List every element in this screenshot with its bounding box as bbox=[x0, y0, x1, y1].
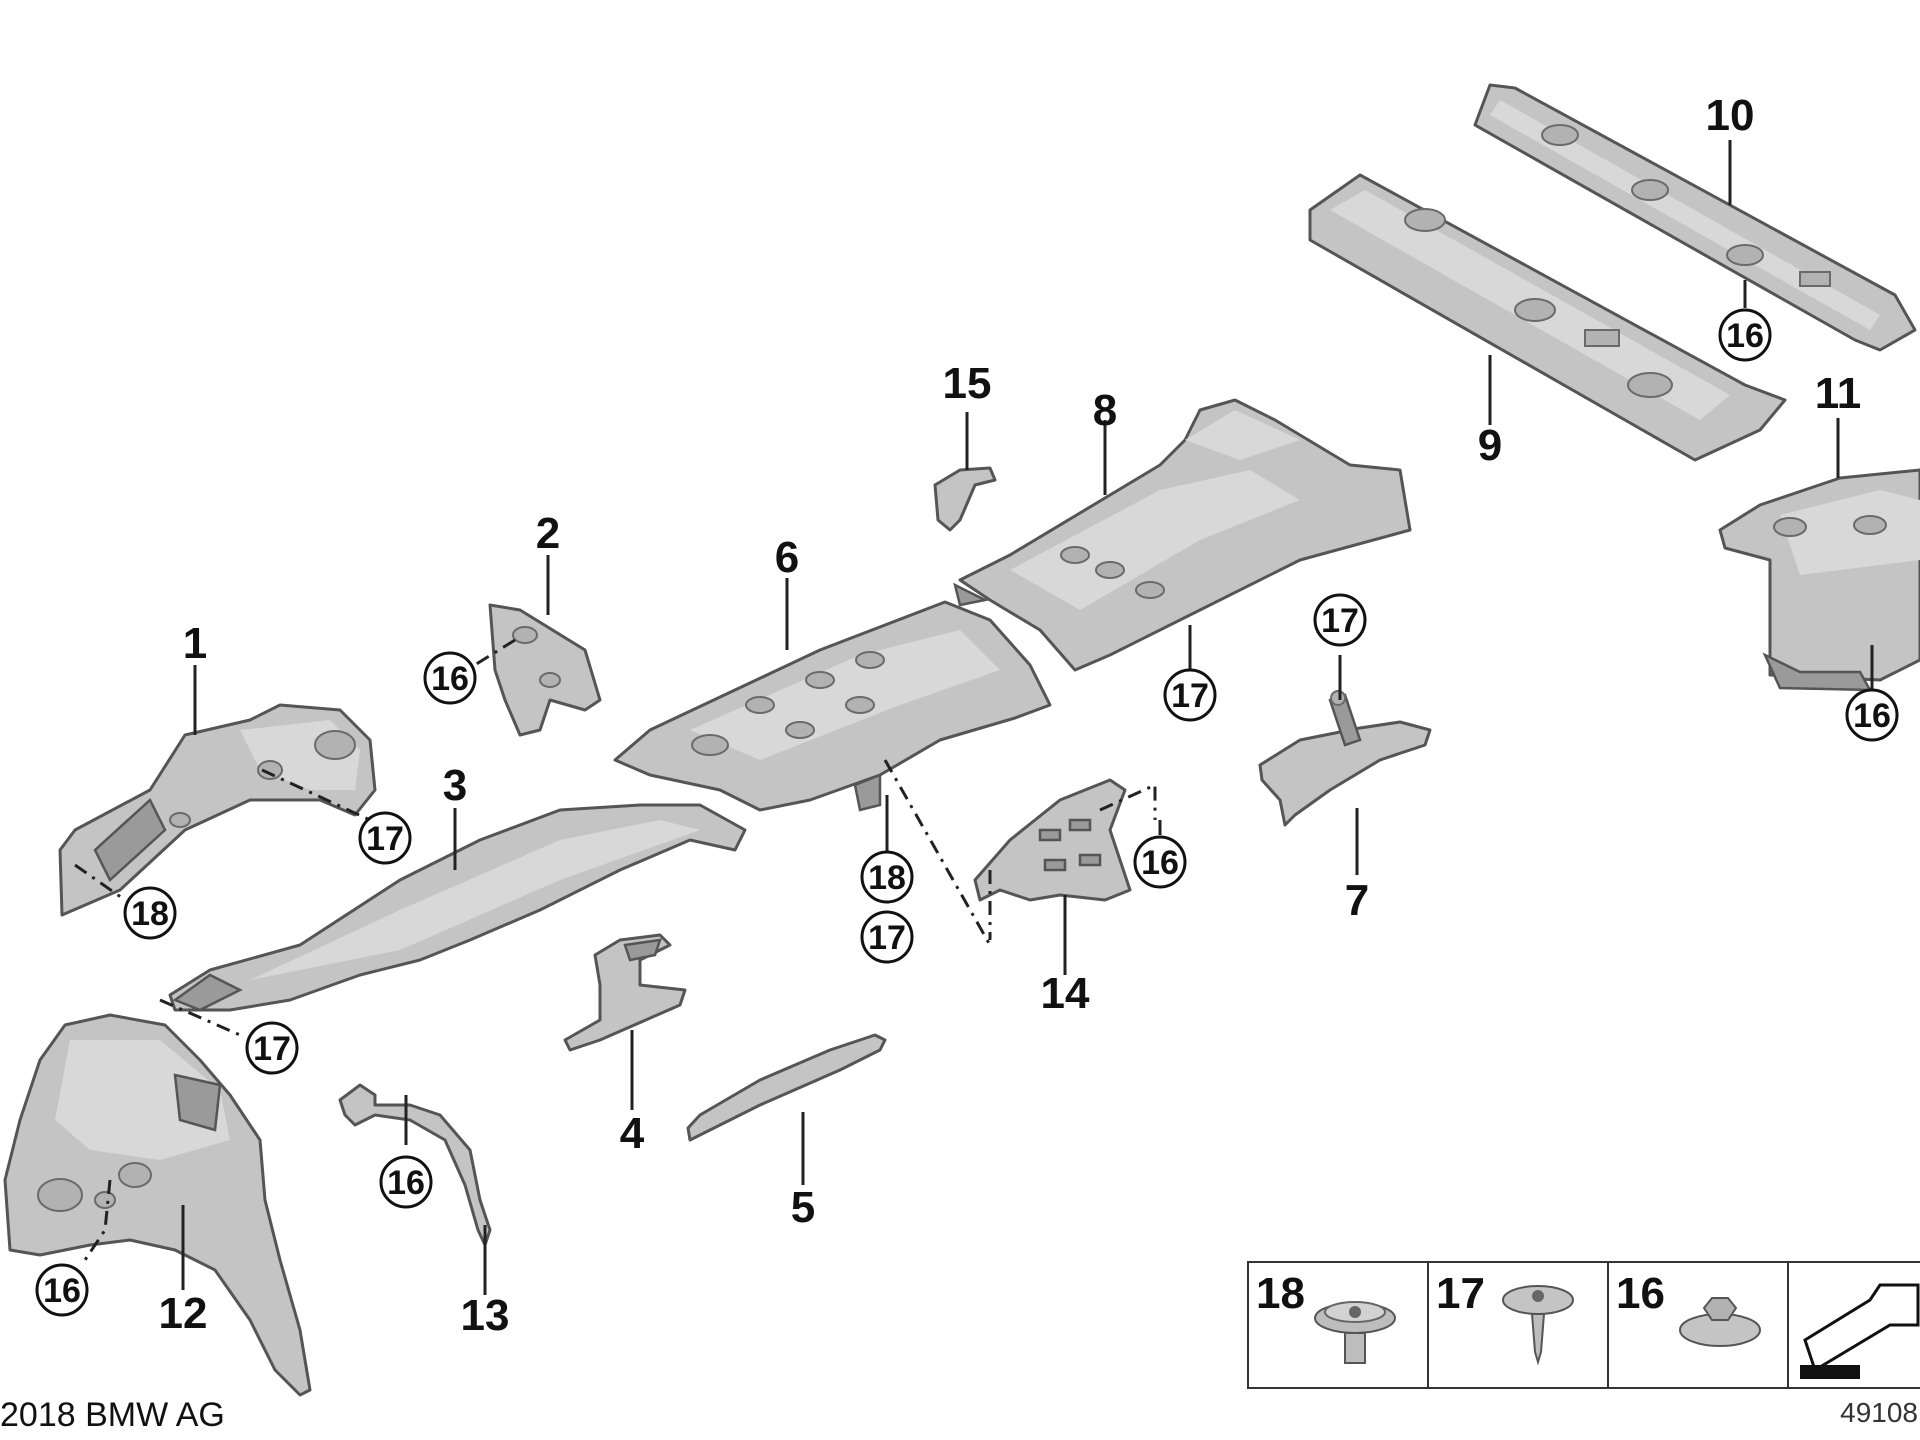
svg-text:16: 16 bbox=[43, 1272, 81, 1310]
part-label-4: 4 bbox=[620, 1109, 645, 1158]
part-15-shape bbox=[933, 466, 997, 532]
callout-17-part-7: 17 bbox=[1313, 593, 1367, 647]
svg-text:18: 18 bbox=[131, 895, 169, 933]
svg-text:16: 16 bbox=[1616, 1269, 1665, 1318]
callout-17-part-1: 17 bbox=[358, 811, 412, 865]
legend-item-symbol bbox=[1800, 1283, 1920, 1379]
diagram-id: 49108 bbox=[1840, 1397, 1918, 1428]
svg-text:17: 17 bbox=[366, 820, 404, 858]
part-12-shape bbox=[3, 1013, 312, 1397]
part-label-8: 8 bbox=[1093, 386, 1117, 435]
arrow-symbol-icon bbox=[1800, 1283, 1920, 1379]
callout-16-part-10: 16 bbox=[1718, 308, 1772, 362]
callout-18-part-6: 18 bbox=[860, 850, 914, 904]
legend-item-17: 17 bbox=[1436, 1269, 1574, 1366]
part-3-shape bbox=[168, 803, 747, 1012]
callout-16-part-2: 16 bbox=[423, 651, 477, 705]
svg-text:16: 16 bbox=[1726, 317, 1764, 355]
part-5-shape bbox=[686, 1033, 887, 1142]
hex-nut-icon bbox=[1679, 1297, 1761, 1347]
svg-text:17: 17 bbox=[253, 1030, 291, 1068]
part-8-shape bbox=[953, 398, 1412, 672]
part-label-9: 9 bbox=[1478, 421, 1502, 470]
part-label-3: 3 bbox=[443, 761, 467, 810]
callout-17-part-3: 17 bbox=[245, 1021, 299, 1075]
part-11-shape bbox=[1718, 468, 1920, 692]
svg-text:16: 16 bbox=[431, 660, 469, 698]
leader-lines bbox=[181, 140, 1874, 1295]
part-2-shape bbox=[488, 603, 602, 737]
svg-text:18: 18 bbox=[868, 859, 906, 897]
legend-item-18: 18 bbox=[1256, 1269, 1396, 1364]
callout-16-part-12: 16 bbox=[35, 1263, 89, 1317]
part-label-14: 14 bbox=[1041, 969, 1090, 1018]
part-13-shape bbox=[338, 1083, 492, 1247]
svg-text:16: 16 bbox=[1853, 697, 1891, 735]
part-9-shape bbox=[1308, 173, 1787, 462]
callout-18-part-1: 18 bbox=[123, 886, 177, 940]
part-label-10: 10 bbox=[1706, 91, 1755, 140]
part-labels: 1 2 3 4 5 6 7 8 9 10 11 12 13 14 15 bbox=[159, 91, 1862, 1340]
callout-17-part-6: 17 bbox=[860, 910, 914, 964]
part-label-6: 6 bbox=[775, 533, 799, 582]
part-label-5: 5 bbox=[791, 1183, 815, 1232]
callout-16-part-14: 16 bbox=[1133, 835, 1187, 889]
part-label-11: 11 bbox=[1815, 369, 1862, 418]
svg-text:17: 17 bbox=[1436, 1269, 1485, 1318]
part-label-13: 13 bbox=[461, 1291, 510, 1340]
part-6-shape bbox=[613, 600, 1052, 812]
svg-text:17: 17 bbox=[1171, 677, 1209, 715]
part-label-2: 2 bbox=[536, 509, 560, 558]
svg-text:17: 17 bbox=[1321, 602, 1359, 640]
fastener-callouts: 16 16 16 16 16 16 17 17 17 17 17 18 18 bbox=[35, 308, 1899, 1317]
copyright-text: 2018 BMW AG bbox=[0, 1396, 225, 1434]
callout-17-part-8: 17 bbox=[1163, 668, 1217, 722]
fastener-legend: 18 17 16 bbox=[1247, 1261, 1920, 1389]
svg-text:17: 17 bbox=[868, 919, 906, 957]
svg-text:18: 18 bbox=[1256, 1269, 1305, 1318]
callout-16-part-11: 16 bbox=[1845, 688, 1899, 742]
legend-item-16: 16 bbox=[1616, 1269, 1761, 1347]
svg-text:16: 16 bbox=[387, 1164, 425, 1202]
part-14-shape bbox=[973, 778, 1132, 902]
callout-16-part-13: 16 bbox=[379, 1155, 433, 1209]
part-4-shape bbox=[563, 933, 687, 1052]
part-label-7: 7 bbox=[1345, 876, 1369, 925]
part-1-shape bbox=[58, 703, 377, 917]
svg-text:16: 16 bbox=[1141, 844, 1179, 882]
push-clip-icon bbox=[1314, 1301, 1396, 1364]
part-10-shape bbox=[1473, 83, 1917, 352]
part-label-12: 12 bbox=[159, 1289, 208, 1338]
part-label-15: 15 bbox=[943, 359, 992, 408]
dashdot-lines bbox=[74, 638, 1157, 1261]
screw-icon bbox=[1502, 1285, 1574, 1366]
part-7-shape bbox=[1258, 690, 1432, 827]
part-label-1: 1 bbox=[183, 619, 207, 668]
